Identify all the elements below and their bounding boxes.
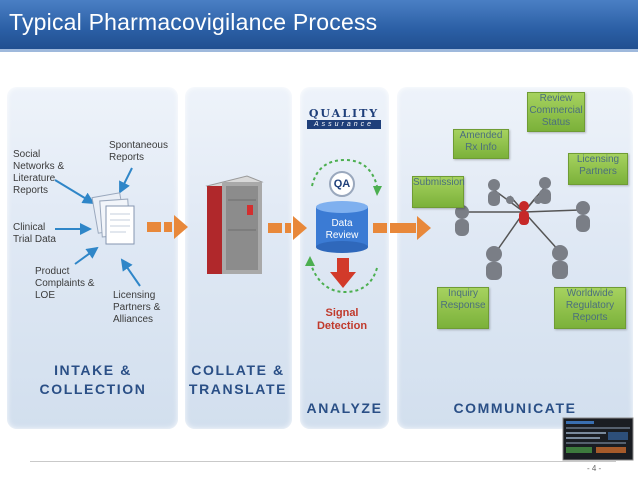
footer-divider: [30, 461, 616, 462]
title-bar: Typical Pharmacovigilance Process: [0, 0, 638, 52]
phase-collate: COLLATE & TRANSLATE: [188, 362, 288, 397]
signal-arrow-icon: [330, 258, 356, 288]
qa-badge-icon: [329, 171, 355, 197]
cycle-arrow-top: [311, 158, 378, 187]
flow-arrow-3: [373, 216, 431, 240]
bubble-submission: Submission: [412, 176, 465, 208]
bubble-inquiry-response: Inquiry Response: [437, 287, 489, 329]
server-icon: [205, 175, 264, 274]
source-licensing: Licensing Partners & Alliances: [113, 290, 161, 325]
quality-assurance-logo: QUALITY Assurance: [307, 108, 381, 130]
cycle-arrow-bottom: [309, 261, 378, 294]
phase-analyze: ANALYZE: [306, 400, 383, 416]
source-spontaneous: Spontaneous Reports: [109, 140, 168, 163]
document-stack-icon: [91, 192, 135, 245]
bubble-licensing-partners: Licensing Partners: [568, 153, 628, 185]
arrow-licensing: [120, 258, 141, 287]
page-title: Typical Pharmacovigilance Process: [9, 9, 378, 35]
logo-top-text: QUALITY: [308, 107, 380, 120]
data-review-cylinder: [316, 201, 368, 253]
phase-intake: INTAKE & COLLECTION: [39, 362, 147, 397]
phase-communicate: COMMUNICATE: [453, 400, 577, 416]
flow-arrow-1: [147, 215, 188, 239]
source-clinical: Clinical Trial Data: [13, 222, 56, 245]
data-review-label: Data Review: [325, 218, 359, 241]
signal-detection-label: Signal Detection: [316, 307, 368, 332]
person-icons: [455, 177, 590, 280]
logo-bottom-text: Assurance: [307, 120, 381, 129]
arrow-spontaneous: [119, 167, 133, 194]
screenshot-thumbnail: [562, 417, 634, 461]
bubble-review-commercial: Review Commercial Status: [527, 92, 585, 132]
page-number: - 4 -: [587, 464, 602, 473]
communicate-panel: [397, 87, 633, 429]
bubble-worldwide-regulatory: Worldwide Regulatory Reports: [554, 287, 626, 329]
source-product: Product Complaints & LOE: [35, 266, 95, 301]
arrow-product: [74, 246, 99, 265]
source-social: Social Networks & Literature Reports: [13, 149, 65, 196]
flow-arrow-2: [268, 216, 307, 240]
arrow-social: [54, 179, 95, 205]
bubble-amended-rx: Amended Rx Info: [453, 129, 509, 159]
qa-badge-label: QA: [333, 178, 351, 190]
